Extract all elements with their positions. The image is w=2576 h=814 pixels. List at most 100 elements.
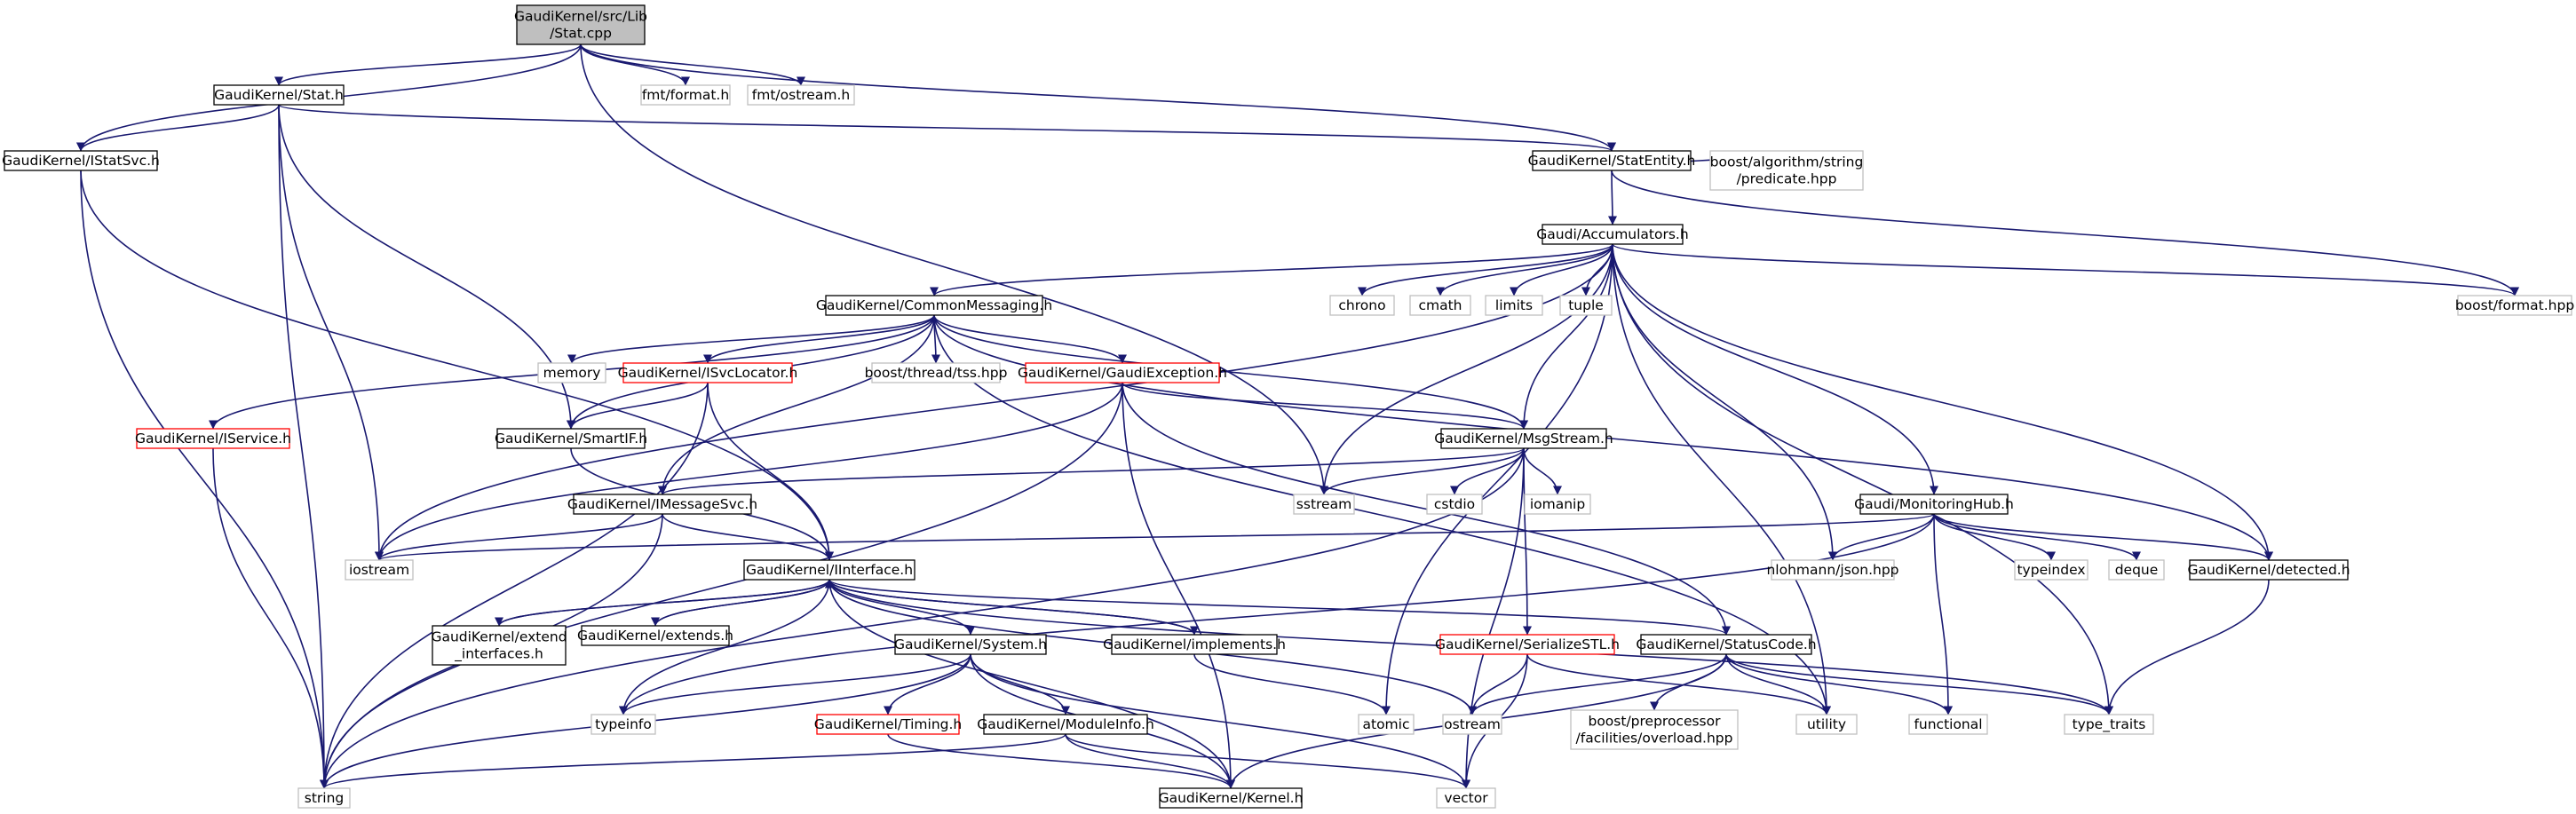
node-iinterface[interactable]: GaudiKernel/IInterface.h — [743, 559, 915, 581]
node-system[interactable]: GaudiKernel/System.h — [894, 634, 1047, 655]
node-box — [1559, 295, 1613, 316]
edge-monhub-to-iostream — [375, 513, 1935, 561]
node-box — [516, 4, 646, 45]
node-label: GaudiKernel/System.h — [894, 636, 1047, 652]
node-fmt_ostream: fmt/ostream.h — [747, 84, 855, 106]
edge-monhub-to-typeinfo — [619, 513, 1935, 715]
node-label: GaudiKernel/extend — [431, 629, 567, 645]
edge-extends-to-iinterface — [654, 579, 834, 627]
node-smartif[interactable]: GaudiKernel/SmartIF.h — [495, 428, 647, 449]
node-modinfo[interactable]: GaudiKernel/ModuleInfo.h — [977, 714, 1154, 735]
node-commsg[interactable]: GaudiKernel/CommonMessaging.h — [816, 295, 1052, 316]
node-label: deque — [2115, 562, 2159, 578]
node-stat_h[interactable]: GaudiKernel/Stat.h — [213, 84, 345, 106]
node-label: cmath — [1418, 297, 1462, 313]
node-box — [1358, 714, 1415, 735]
node-memory: memory — [537, 362, 606, 383]
node-extends[interactable]: GaudiKernel/extends.h — [577, 625, 733, 646]
node-label: fmt/ostream.h — [752, 87, 850, 103]
node-label: boost/thread/tss.hpp — [865, 365, 1008, 381]
node-nlohmann: nlohmann/json.hpp — [1766, 559, 1899, 581]
edge-istatsvc-to-iinterface — [80, 170, 834, 561]
node-label: GaudiKernel/IStatSvc.h — [2, 153, 160, 169]
node-box — [747, 84, 855, 106]
edge-stat_h-to-smartif — [278, 104, 575, 430]
node-typeinfo: typeinfo — [590, 714, 656, 735]
node-box — [432, 625, 567, 666]
edge-commsg-to-imsgsvc — [658, 314, 935, 495]
edge-stat_cpp-to-statentity — [580, 43, 1616, 152]
node-label: Gaudi/MonitoringHub.h — [1854, 496, 2014, 512]
node-label: GaudiKernel/StatEntity.h — [1528, 153, 1696, 169]
node-iomanip: iomanip — [1524, 494, 1591, 515]
node-box — [2064, 714, 2154, 735]
node-kernel[interactable]: GaudiKernel/Kernel.h — [1159, 787, 1304, 809]
node-box — [1293, 494, 1355, 515]
edge-gexc-to-iostream — [375, 382, 1123, 561]
node-utility: utility — [1795, 714, 1858, 735]
edge-accum-to-atomic — [1382, 243, 1613, 715]
edge-accum-to-nlohmann — [1612, 243, 1837, 561]
edge-isvcloc-to-smartif — [567, 382, 709, 430]
edge-implements-to-iinterface — [825, 579, 1195, 636]
node-serialstl[interactable]: GaudiKernel/SerializeSTL.h — [1435, 634, 1620, 655]
node-box — [1640, 634, 1812, 655]
node-box — [1409, 295, 1471, 316]
node-box — [345, 559, 414, 581]
node-box — [4, 150, 158, 171]
edge-imsgsvc-to-iostream — [375, 513, 663, 561]
node-label: memory — [543, 365, 601, 381]
node-label: GaudiKernel/CommonMessaging.h — [816, 297, 1052, 313]
node-imsgsvc[interactable]: GaudiKernel/IMessageSvc.h — [567, 494, 757, 515]
node-functional: functional — [1908, 714, 1988, 735]
node-deque: deque — [2108, 559, 2165, 581]
node-label: GaudiKernel/IInterface.h — [746, 562, 913, 578]
node-isvcloc[interactable]: GaudiKernel/ISvcLocator.h — [618, 362, 798, 383]
edge-commsg-to-gexc — [933, 314, 1127, 364]
node-accum[interactable]: Gaudi/Accumulators.h — [1536, 224, 1689, 245]
node-detected[interactable]: GaudiKernel/detected.h — [2187, 559, 2350, 581]
edge-accum-to-commsg — [930, 243, 1613, 296]
node-box — [1709, 150, 1864, 191]
node-boost_pred: boost/algorithm/string/predicate.hpp — [1709, 150, 1864, 191]
node-box — [1532, 150, 1692, 171]
node-msgstream[interactable]: GaudiKernel/MsgStream.h — [1434, 428, 1613, 449]
node-extend_if[interactable]: GaudiKernel/extend_interfaces.h — [431, 625, 567, 666]
node-istatsvc[interactable]: GaudiKernel/IStatSvc.h — [2, 150, 160, 171]
node-stat_cpp[interactable]: GaudiKernel/src/Lib/Stat.cpp — [514, 4, 647, 45]
node-label: string — [305, 790, 345, 806]
node-label: typeindex — [2017, 562, 2085, 578]
node-label: boost/preprocessor — [1588, 714, 1721, 730]
edge-statuscode-to-ostream — [1468, 653, 1727, 715]
node-box — [983, 714, 1148, 735]
node-label: boost/format.hpp — [2455, 297, 2574, 313]
node-label: _interfaces.h — [454, 646, 543, 663]
node-statuscode[interactable]: GaudiKernel/StatusCode.h — [1636, 634, 1817, 655]
node-implements[interactable]: GaudiKernel/implements.h — [1103, 634, 1286, 655]
node-monhub[interactable]: Gaudi/MonitoringHub.h — [1854, 494, 2014, 515]
edge-istatsvc-to-string — [80, 170, 329, 789]
edge-accum-to-type_traits — [1612, 243, 2113, 715]
node-timing[interactable]: GaudiKernel/Timing.h — [814, 714, 963, 735]
edge-statuscode-to-functional — [1725, 653, 1953, 715]
node-label: GaudiKernel/IService.h — [135, 431, 291, 447]
node-limits: limits — [1485, 295, 1543, 316]
node-box — [581, 625, 730, 646]
node-label: typeinfo — [595, 716, 652, 732]
node-iservice[interactable]: GaudiKernel/IService.h — [135, 428, 291, 449]
edge-accum-to-detected — [1612, 243, 2273, 561]
edge-stat_h-to-istatsvc — [76, 104, 280, 152]
node-box — [1908, 714, 1988, 735]
edge-accum-to-limits — [1510, 243, 1613, 296]
node-statentity[interactable]: GaudiKernel/StatEntity.h — [1528, 150, 1696, 171]
node-label: Gaudi/Accumulators.h — [1536, 226, 1688, 242]
node-box — [2457, 295, 2572, 316]
node-box — [2108, 559, 2165, 581]
node-string: string — [297, 787, 351, 809]
node-label: GaudiKernel/detected.h — [2187, 562, 2350, 578]
node-box — [622, 362, 793, 383]
edge-detected-to-type_traits — [2104, 579, 2270, 715]
edge-msgstream-to-iomanip — [1523, 447, 1562, 495]
node-gexc[interactable]: GaudiKernel/GaudiException.h — [1018, 362, 1227, 383]
node-box — [1329, 295, 1395, 316]
